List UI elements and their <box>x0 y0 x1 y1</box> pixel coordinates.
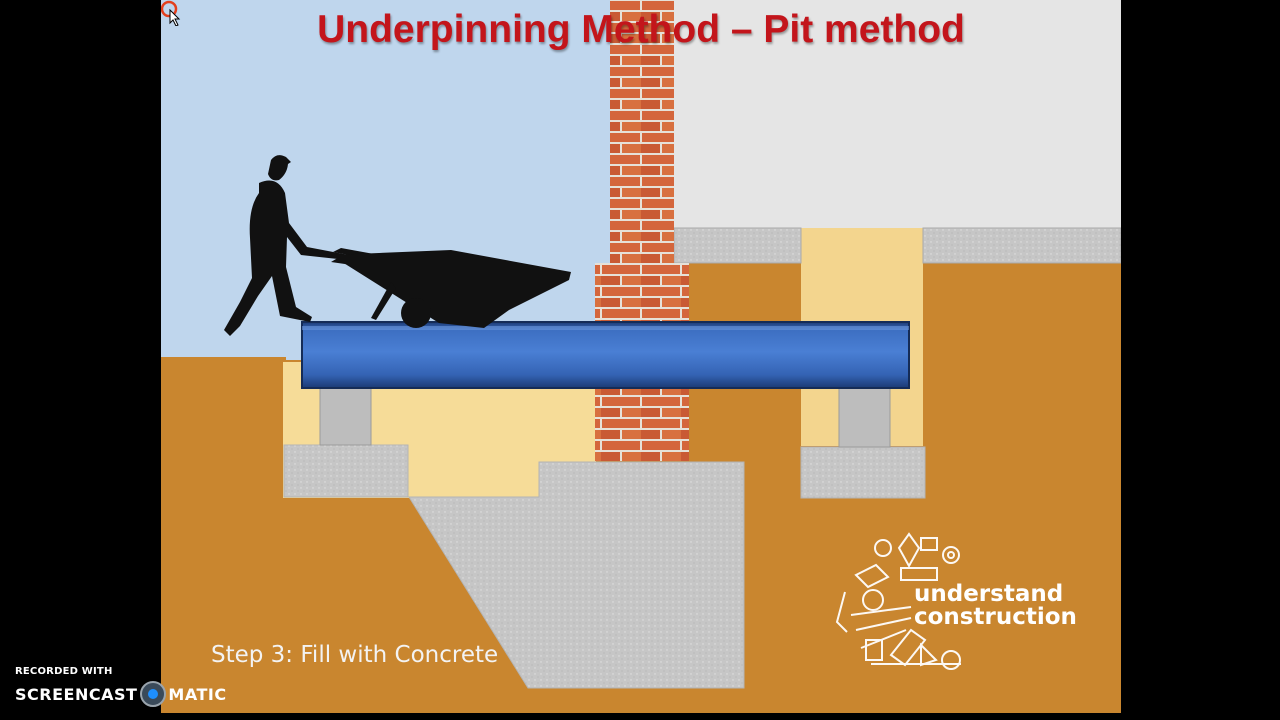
slide: Underpinning Method – Pit method Step 3:… <box>161 0 1121 713</box>
brand-left: SCREENCAST <box>15 684 138 704</box>
construction-tools-icon <box>835 532 961 670</box>
interior-wall <box>641 0 1121 230</box>
screencast-o-matic-watermark: SCREENCAST MATIC <box>15 681 227 707</box>
pit-method-illustration <box>161 0 1121 713</box>
mouse-cursor-icon <box>161 0 181 26</box>
needle-pad-left <box>283 444 409 498</box>
slide-title: Underpinning Method – Pit method <box>317 8 965 51</box>
sky-background <box>161 0 641 360</box>
worker-wheelbarrow-silhouette <box>224 155 571 336</box>
underpin-concrete <box>408 461 745 689</box>
brand-right: MATIC <box>168 684 227 704</box>
floor-slab-right <box>922 227 1121 264</box>
step-caption: Step 3: Fill with Concrete <box>211 642 499 668</box>
brick-wall-upper <box>610 0 674 263</box>
needle-beam <box>301 321 910 389</box>
needle-pad-right <box>800 446 926 499</box>
prop-right <box>838 387 891 448</box>
screencast-o-matic-logo-icon <box>140 681 167 707</box>
floor-slab-middle <box>673 227 802 264</box>
logo-line-2: construction <box>914 604 1077 630</box>
logo-wordmark: understand construction <box>914 583 1077 629</box>
recorded-with-label: RECORDED WITH <box>15 666 113 677</box>
logo-line-1: understand <box>914 581 1064 607</box>
prop-left <box>319 387 372 446</box>
